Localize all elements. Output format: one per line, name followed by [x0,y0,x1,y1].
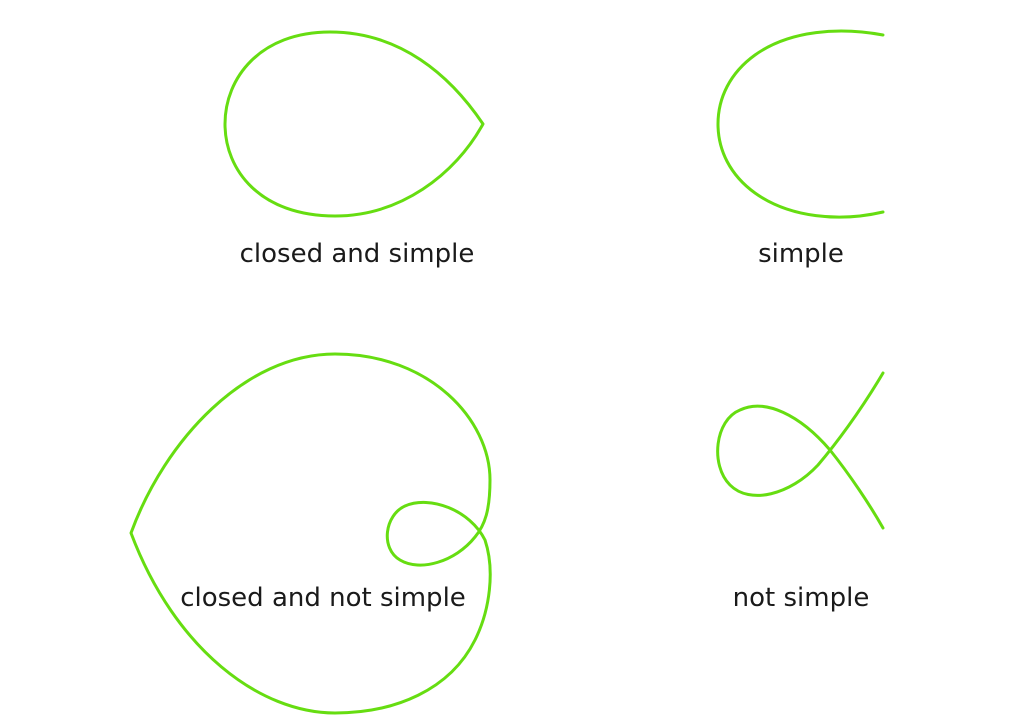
teardrop-closed-curve [223,30,485,218]
label-simple: simple [758,239,844,269]
alpha-crossing-curve [716,371,885,530]
label-closed-and-not-simple: closed and not simple [180,583,466,613]
label-not-simple: not simple [732,583,870,613]
open-arc-curve [716,29,885,219]
label-closed-and-simple: closed and simple [239,239,475,269]
limacon-loop-curve [129,352,492,715]
